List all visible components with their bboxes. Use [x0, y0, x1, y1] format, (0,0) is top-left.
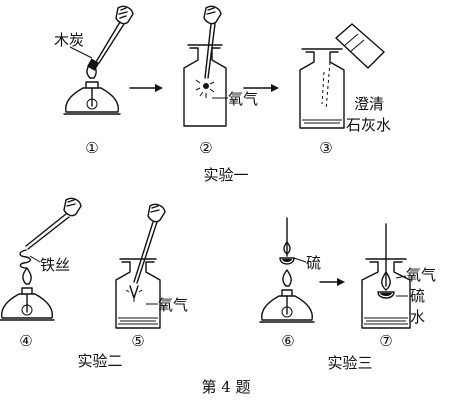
- step-6-sulfur-heated: 硫 ⑥: [259, 217, 321, 350]
- alcohol-lamp: [65, 81, 119, 113]
- label-charcoal: 木炭: [54, 31, 84, 49]
- arrow-2-to-3: [243, 84, 279, 92]
- alcohol-lamp: [1, 287, 53, 319]
- crucible-tongs: [133, 221, 158, 284]
- water-in-bottle: [118, 317, 158, 325]
- step-5-number: ⑤: [131, 332, 144, 350]
- alcohol-lamp: [261, 289, 313, 321]
- step-6-number: ⑥: [281, 332, 294, 350]
- gas-bottle: [115, 261, 161, 329]
- sulfur-flame: [283, 241, 291, 255]
- combustion-spoon: [377, 291, 395, 299]
- step-4-number: ④: [19, 332, 32, 350]
- burning-iron: [129, 285, 139, 299]
- experiment-two: 铁丝 ④ 氧气 ⑤ 实验二: [0, 197, 188, 370]
- label-iron-wire: 铁丝: [40, 256, 70, 274]
- flame: [22, 267, 32, 285]
- hand: [115, 5, 134, 25]
- hand: [63, 197, 82, 217]
- gas-bottle: [183, 47, 227, 127]
- liquid-stream: [321, 61, 331, 111]
- step-2-charcoal-in-oxygen: 氧气 ②: [183, 5, 258, 157]
- experiment-one: 木炭 ① 氧气 ②: [54, 5, 391, 184]
- caption-experiment-2: 实验二: [77, 352, 122, 370]
- crucible-tongs: [25, 213, 70, 250]
- step-7-number: ⑦: [379, 332, 392, 350]
- arrow-6-to-7: [319, 278, 345, 286]
- label-sulfur-2: 硫: [410, 287, 425, 305]
- caption-experiment-1: 实验一: [203, 166, 248, 184]
- iron-wire-coil: [19, 249, 31, 269]
- step-7-sulfur-in-oxygen: 氧气 硫 水 ⑦: [361, 223, 436, 350]
- hand: [203, 5, 222, 25]
- label-limewater-line1: 澄清: [354, 95, 384, 113]
- arrow-1-to-2: [129, 84, 163, 92]
- step-2-number: ②: [199, 139, 212, 157]
- hand: [147, 203, 166, 223]
- step-1-alcohol-lamp-charcoal: 木炭 ①: [54, 5, 134, 157]
- step-5-iron-in-oxygen: 氧气 ⑤: [115, 203, 188, 350]
- glowing-charcoal: [203, 83, 209, 89]
- label-sulfur-1: 硫: [306, 254, 321, 272]
- flame: [86, 61, 97, 79]
- label-limewater-line2: 石灰水: [346, 116, 391, 134]
- caption-experiment-3: 实验三: [327, 354, 372, 372]
- beaker: [335, 23, 385, 69]
- step-4-iron-wire-heated: 铁丝 ④: [0, 197, 82, 350]
- label-water: 水: [410, 308, 425, 326]
- step-1-number: ①: [85, 139, 98, 157]
- label-oxygen-3: 氧气: [406, 266, 436, 284]
- flame: [282, 269, 292, 287]
- step-3-number: ③: [319, 139, 332, 157]
- crucible-tongs: [95, 21, 125, 64]
- limewater-in-bottle: [302, 119, 342, 124]
- water-in-bottle: [364, 317, 408, 325]
- label-oxygen-2: 氧气: [158, 296, 188, 314]
- figure-caption: 第 4 题: [201, 378, 250, 396]
- gas-bottle: [361, 261, 411, 329]
- label-oxygen-1: 氧气: [228, 90, 258, 108]
- sulfur-flame: [381, 271, 391, 291]
- step-3-limewater: 澄清 石灰水 ③: [299, 23, 391, 157]
- experiment-three: 硫 ⑥ 氧气 硫 水 ⑦: [259, 217, 436, 372]
- gas-bottle: [299, 51, 345, 129]
- crucible-tongs: [204, 23, 216, 79]
